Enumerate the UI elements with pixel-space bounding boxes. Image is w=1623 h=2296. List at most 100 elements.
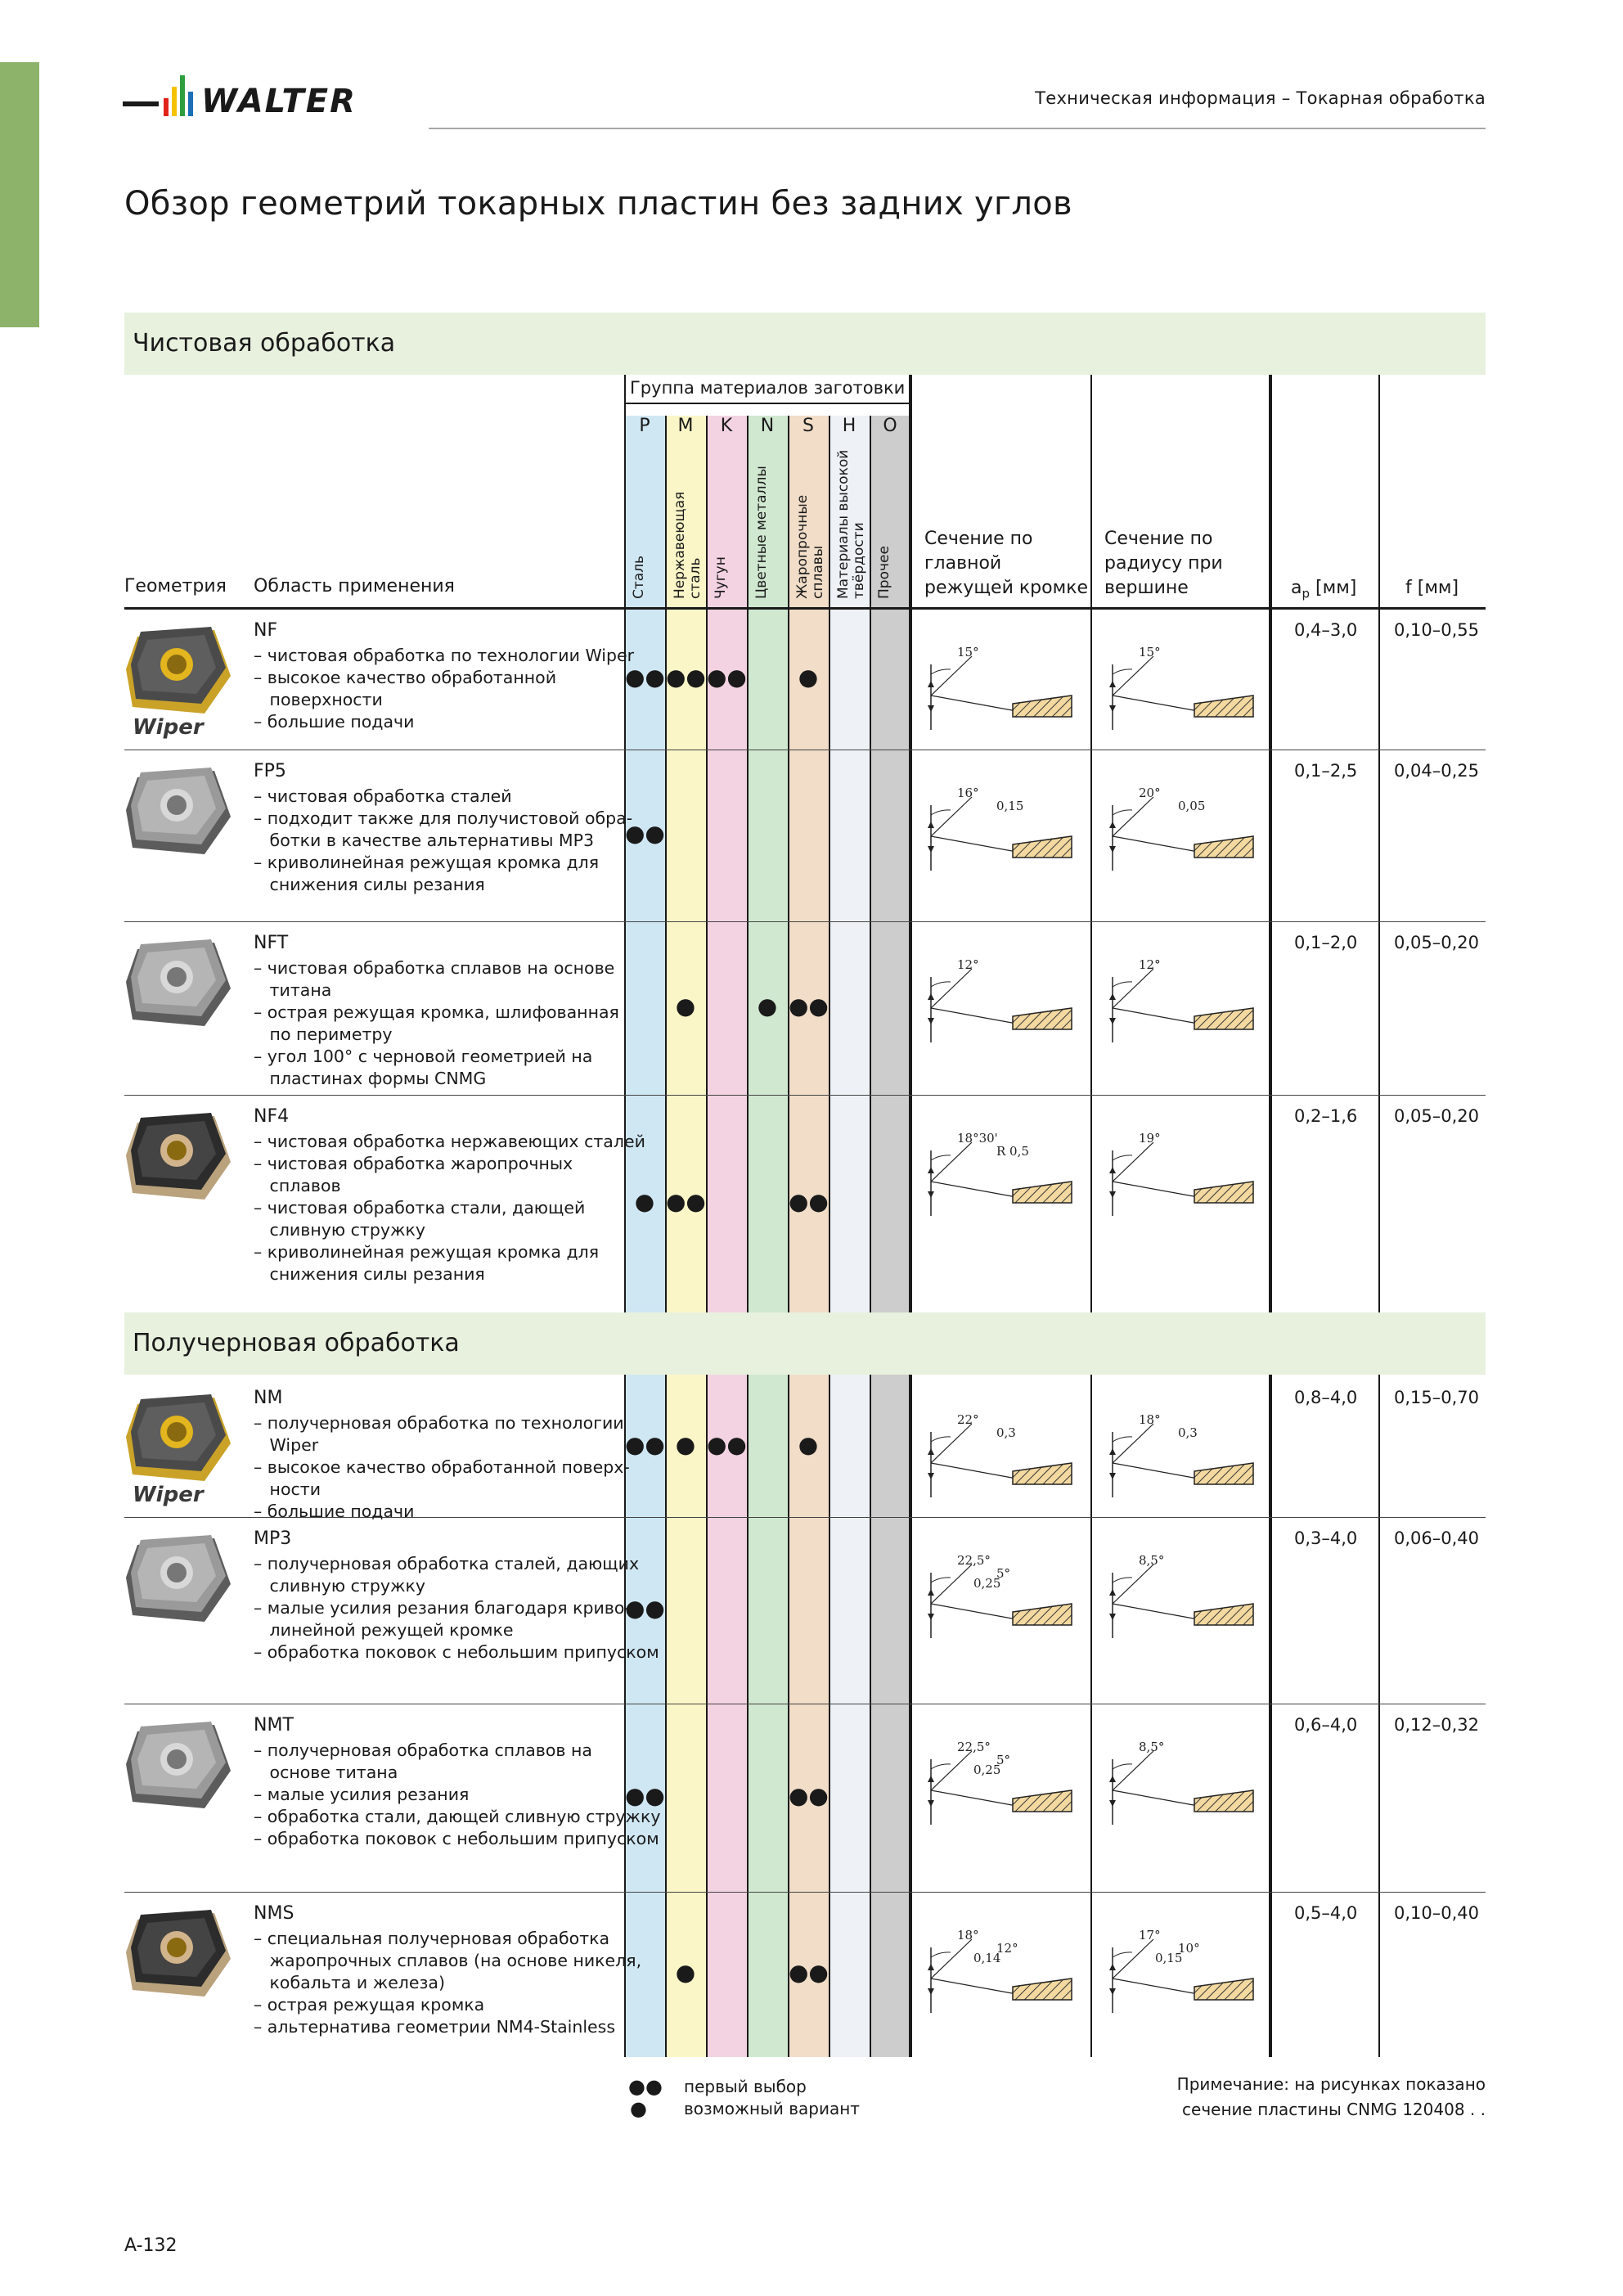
ap-value: 0,3–4,0: [1294, 1528, 1358, 1548]
section-radius-header-line1: Сечение по: [1104, 529, 1213, 549]
description-line: – высокое качество обработанной: [254, 668, 557, 687]
geometry-code: NMT: [254, 1715, 294, 1736]
description-line: – получерновая обработка по технологии: [254, 1413, 624, 1433]
diagram-label: 18°30': [957, 1131, 998, 1146]
diagram-label: 12°: [996, 1941, 1018, 1956]
material-name-s: Жаропрочные сплавы: [794, 494, 826, 599]
table-vertical-rule: [665, 416, 667, 1312]
section-diagram-main: 22,5°5°0,25: [928, 1553, 1072, 1638]
section-diagram-main: 12°: [928, 957, 1072, 1042]
geometry-code: MP3: [254, 1528, 292, 1549]
description-line: ности: [254, 1479, 321, 1499]
insert-image: [126, 768, 231, 854]
side-tab: [0, 62, 39, 327]
description-line: – острая режущая кромка, шлифованная: [254, 1002, 619, 1022]
ap-value: 0,4–3,0: [1294, 620, 1358, 640]
geometry-code: NF: [254, 620, 278, 641]
f-value: 0,10–0,40: [1394, 1903, 1480, 1923]
description-line: основе титана: [254, 1763, 398, 1782]
description-line: линейной режущей кромке: [254, 1620, 514, 1640]
section-diagram-main: 16°0,15: [928, 786, 1072, 871]
f-value: 0,06–0,40: [1394, 1528, 1480, 1548]
table-vertical-rule: [624, 1375, 626, 2057]
table-vertical-rule: [1270, 375, 1272, 1312]
description-line: – высокое качество обработанной поверх-: [254, 1457, 630, 1477]
geometry-code: FP5: [254, 761, 286, 781]
description-line: сливную стружку: [254, 1576, 425, 1596]
f-value: 0,12–0,32: [1394, 1715, 1480, 1735]
section-diagram-radius: 17°10°0,15: [1109, 1928, 1254, 2013]
material-name-k: Чугун: [713, 556, 729, 599]
description-line: – обработка поковок с небольшим припуско…: [254, 1829, 659, 1848]
description-line: – подходит также для получистовой обра-: [254, 808, 633, 828]
row-separator: [124, 1517, 1486, 1518]
mark-m: ●: [675, 1959, 696, 1986]
section-diagram-radius: 20°0,05: [1109, 786, 1254, 871]
ap-value: 0,5–4,0: [1294, 1903, 1358, 1923]
diagram-label: 17°: [1139, 1928, 1161, 1943]
material-letter-s: S: [803, 416, 814, 436]
section-main-header: Сечение по главной режущей кромке: [924, 527, 1088, 601]
material-stripe-s: [789, 416, 829, 1312]
diagram-label: 0,3: [996, 1425, 1016, 1440]
material-stripe-h: [829, 1375, 870, 2057]
geometry-code: NFT: [254, 933, 289, 953]
description-line: – получерновая обработка сталей, дающих: [254, 1554, 640, 1573]
wiper-badge: Wiper: [133, 715, 204, 740]
legend-possible: возможный вариант: [684, 2099, 860, 2118]
diagram-label: 22,5°: [957, 1740, 991, 1754]
diagram-label: 5°: [996, 1566, 1010, 1581]
diagram-label: 16°: [957, 786, 979, 800]
diagram-label: 0,25: [973, 1576, 1000, 1591]
table-vertical-rule: [624, 375, 626, 1312]
mark-p: ●●: [625, 1782, 665, 1809]
material-name-n: Цветные металлы: [753, 466, 770, 599]
diagram-label: 0,15: [1155, 1951, 1182, 1965]
table-vertical-rule: [870, 1375, 871, 2057]
description-line: – чистовая обработка нержавеющих сталей: [254, 1132, 645, 1151]
table-vertical-rule: [1090, 1375, 1092, 2057]
table-vertical-rule: [1269, 1375, 1271, 2057]
description-line: – малые усилия резания благодаря криво-: [254, 1598, 631, 1618]
material-stripe-h: [829, 416, 870, 1312]
insert-image: [126, 627, 231, 714]
description-line: кобальта и железа): [254, 1973, 445, 1992]
geometry-code: NMS: [254, 1903, 294, 1924]
description-line: ботки в качестве альтернативы MP3: [254, 831, 595, 850]
ap-header: ap [мм]: [1291, 578, 1356, 601]
description-line: сплавов: [254, 1176, 341, 1195]
table-vertical-rule: [1378, 375, 1380, 1312]
description-line: – угол 100° с черновой геометрией на: [254, 1047, 593, 1066]
col-application-header: Область применения: [254, 576, 455, 597]
row-separator: [124, 921, 1486, 922]
insert-image: [126, 1910, 231, 1997]
material-name-h: Материалы высокой твёрдости: [835, 449, 867, 599]
geometry-description: – получерновая обработка сталей, дающих …: [254, 1553, 659, 1663]
table-vertical-rule: [706, 1375, 708, 2057]
material-stripe-m: [666, 416, 707, 1312]
header-bottom-rule: [124, 607, 1486, 610]
diagram-label: 0,25: [973, 1763, 1000, 1777]
ap-unit: [мм]: [1310, 578, 1357, 598]
section-title-finishing: Чистовая обработка: [133, 329, 396, 358]
material-stripe-k: [707, 1375, 748, 2057]
walter-logo: WALTER: [123, 75, 355, 120]
f-value: 0,15–0,70: [1394, 1388, 1480, 1407]
section-radius-header: Сечение по радиусу при вершине: [1104, 527, 1223, 601]
section-diagram-main: 18°30'R 0,5: [928, 1131, 1072, 1216]
f-value: 0,05–0,20: [1394, 1106, 1480, 1126]
table-vertical-rule: [829, 416, 830, 1312]
mark-p: ●●: [625, 1431, 665, 1458]
mark-p: ●●: [625, 1595, 665, 1622]
section-band-finishing: Чистовая обработка: [124, 313, 1486, 375]
table-vertical-rule: [829, 1375, 830, 2057]
f-header: f [мм]: [1405, 578, 1459, 598]
description-line: снижения силы резания: [254, 1264, 485, 1284]
material-group-header: Группа материалов заготовки: [630, 378, 906, 398]
description-line: жаропрочных сплавов (на основе никеля,: [254, 1951, 642, 1970]
diagram-label: 12°: [1139, 957, 1161, 972]
section-band-semi-roughing: Получерновая обработка: [124, 1312, 1486, 1375]
mark-s: ●●: [789, 1782, 829, 1809]
diagram-label: 15°: [1139, 645, 1161, 660]
description-line: – обработка поковок с небольшим припуско…: [254, 1642, 659, 1662]
